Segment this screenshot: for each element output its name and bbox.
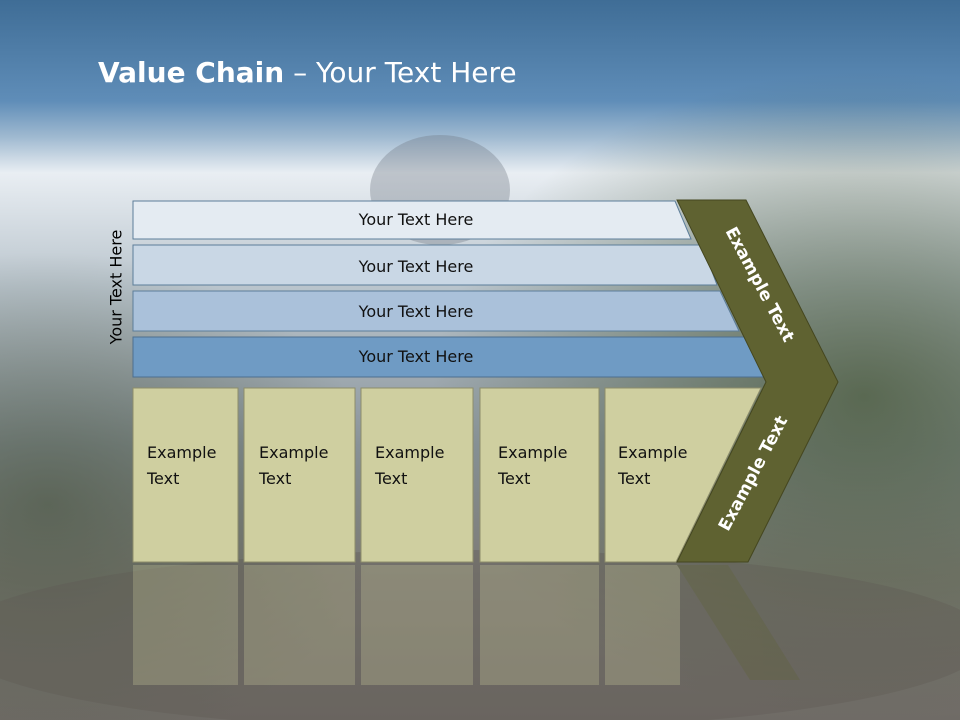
box-5-shape: [604, 387, 762, 563]
reflection: [133, 565, 800, 685]
title-rest: – Your Text Here: [284, 56, 517, 89]
page-title: Value Chain – Your Text Here: [98, 56, 517, 89]
box-1-line1: Example: [147, 443, 216, 462]
box-3-line1: Example: [375, 443, 444, 462]
box-4-line1: Example: [498, 443, 567, 462]
bar-1-label: Your Text Here: [358, 210, 474, 229]
box-1-line2: Text: [146, 469, 179, 488]
chevron-shape: [676, 199, 839, 563]
box-4-line2: Text: [497, 469, 530, 488]
bar-4-label: Your Text Here: [358, 347, 474, 366]
bar-1-shape: [132, 200, 692, 240]
bar-3-shape: [132, 290, 740, 332]
box-5-line2: Text: [617, 469, 650, 488]
box-3-line2: Text: [374, 469, 407, 488]
box-2-shape: [243, 387, 356, 563]
box-2-line2: Text: [258, 469, 291, 488]
title-bold: Value Chain: [98, 56, 285, 89]
box-4-shape: [479, 387, 600, 563]
box-5-line1: Example: [618, 443, 687, 462]
box-1-shape: [132, 387, 239, 563]
bar-2-shape: [132, 244, 718, 286]
bar-2-label: Your Text Here: [358, 257, 474, 276]
bar-3-label: Your Text Here: [358, 302, 474, 321]
box-2-line1: Example: [259, 443, 328, 462]
box-3-shape: [360, 387, 474, 563]
